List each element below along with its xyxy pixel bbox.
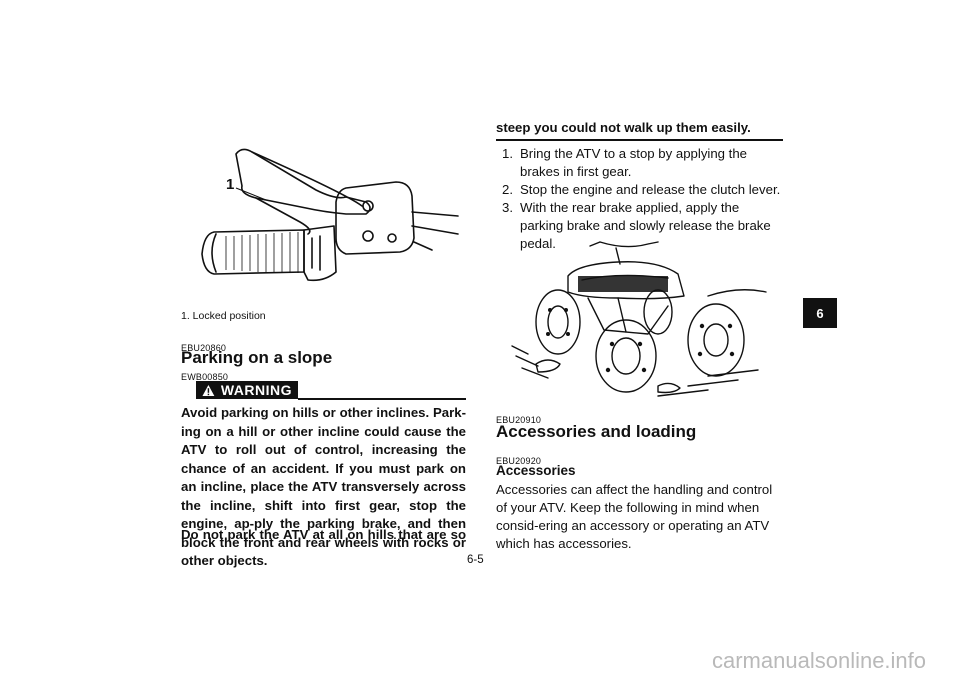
chapter-tab: 6 (803, 298, 837, 328)
page-number: 6-5 (467, 554, 484, 566)
step-text: Bring the ATV to a stop by applying the … (520, 146, 748, 179)
warning-text-end: steep you could not walk up them easily. (496, 120, 751, 135)
step-text: Stop the engine and release the clutch l… (520, 182, 781, 197)
warning-code: EWB00850 (181, 372, 229, 382)
warning-text: Avoid parking on hills or other inclines… (181, 405, 466, 568)
step-text: With the rear brake applied, apply the p… (520, 200, 771, 251)
warning-rule (298, 398, 466, 400)
step-item: 1. Bring the ATV to a stop by applying t… (502, 145, 784, 181)
warning-label: WARNING (220, 382, 292, 398)
accessories-body: Accessories can affect the handling and … (496, 482, 773, 551)
procedure-steps: 1. Bring the ATV to a stop by applying t… (502, 145, 784, 253)
section-heading: Parking on a slope (181, 348, 333, 367)
step-number: 2. (502, 182, 513, 197)
figure-callout-number: 1 (226, 176, 235, 193)
figure-caption: 1. Locked position (181, 310, 266, 322)
section-heading: Accessories and loading (496, 422, 697, 441)
step-item: 2. Stop the engine and release the clutc… (502, 181, 784, 199)
warning-text-continued: Do not park the ATV at all on hills that… (181, 527, 466, 542)
step-number: 1. (502, 146, 513, 161)
step-number: 3. (502, 200, 513, 215)
section-code: EBU20910 (496, 415, 542, 425)
section-code: EBU20860 (181, 343, 227, 353)
watermark-text: carmanualsonline.info (712, 648, 927, 673)
atv-on-slope-illustration (511, 241, 767, 397)
step-item: 3. With the rear brake applied, apply th… (502, 199, 784, 253)
warning-badge: WARNING (196, 381, 298, 399)
subsection-code: EBU20920 (496, 456, 542, 466)
warning-end-rule (496, 139, 783, 141)
subsection-heading: Accessories (496, 463, 576, 478)
handlebar-lever-illustration (201, 148, 459, 282)
warning-triangle-icon (202, 384, 215, 396)
